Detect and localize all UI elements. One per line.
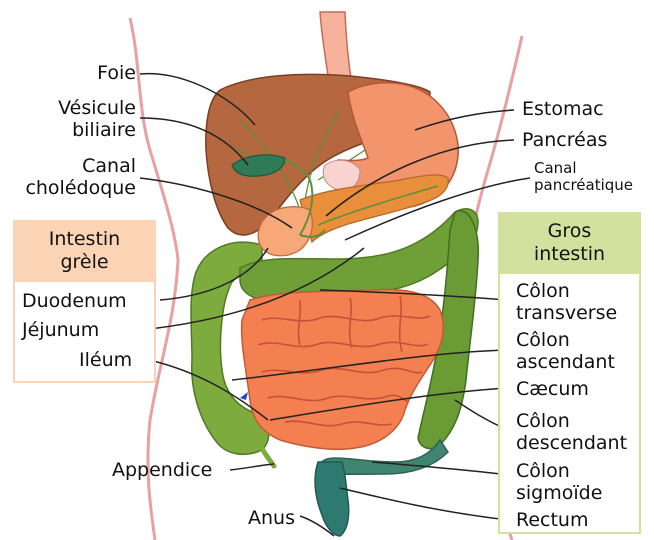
label-appendice: Appendice [112, 459, 212, 481]
label-canal-choledoque: Canal cholédoque [25, 155, 136, 199]
label-vesicule-biliaire: Vésicule biliaire [58, 97, 136, 141]
label-canal-pancreatique: Canal pancréatique [534, 160, 633, 194]
small-intestine-title: Intestin grèle [13, 228, 156, 274]
label-caecum: Cæcum [516, 378, 589, 400]
label-colon-transverse: Côlon transverse [516, 280, 617, 324]
label-colon-descendant: Côlon descendant [516, 410, 627, 454]
label-duodenum: Duodenum [22, 290, 127, 312]
ileocecal-arrow [240, 392, 248, 400]
stomach-highlight [323, 160, 360, 190]
leader-rectum [340, 488, 508, 520]
label-pancreas: Pancréas [522, 129, 607, 151]
label-ileum: Iléum [79, 349, 132, 371]
label-estomac: Estomac [522, 98, 604, 120]
leader-appendice [230, 464, 274, 470]
label-rectum: Rectum [516, 509, 588, 531]
label-jejunum: Jéjunum [22, 319, 99, 341]
label-foie: Foie [97, 62, 136, 84]
rectum-shape [315, 462, 349, 536]
label-colon-ascendant: Côlon ascendant [516, 329, 615, 373]
label-anus: Anus [248, 507, 295, 529]
label-colon-sigmoide: Côlon sigmoïde [516, 460, 602, 504]
large-intestine-title: Gros intestin [498, 220, 641, 266]
